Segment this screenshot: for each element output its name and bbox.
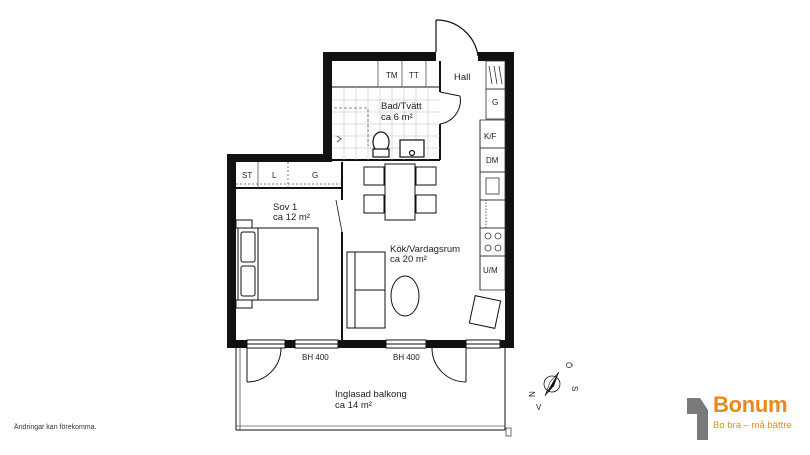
- burner: [484, 232, 492, 240]
- bedroom-door: [335, 199, 344, 233]
- wall-segment: [323, 52, 436, 61]
- wardrobe-dividers: [236, 162, 342, 188]
- wall-segment: [323, 52, 332, 162]
- brand-tagline: Bo bra – må bättre: [713, 420, 792, 431]
- compass-ring: [543, 375, 561, 393]
- bathroom-door: [439, 91, 461, 125]
- disclaimer-note: Ändringar kan förekomma.: [14, 424, 97, 431]
- compass-s: S: [570, 386, 579, 391]
- label-tt: TT: [409, 71, 419, 80]
- label-dm: DM: [486, 156, 499, 165]
- hall-shelf: [485, 60, 506, 120]
- shower-head-icon: [336, 135, 342, 143]
- label-kf: K/F: [484, 132, 497, 141]
- chair: [363, 166, 385, 186]
- chair: [415, 166, 437, 186]
- label-st: ST: [242, 171, 252, 180]
- brand-name: Bonum: [713, 392, 788, 417]
- wall-segment: [227, 154, 332, 162]
- label-balcony-name: Inglasad balkong: [335, 389, 407, 400]
- label-um: U/M: [483, 266, 498, 275]
- kitchen-counter: [479, 119, 506, 291]
- label-bath-area: ca 6 m²: [381, 112, 413, 123]
- door-leaf: [439, 91, 461, 97]
- wall-segment: [338, 340, 386, 348]
- door-swing: [435, 19, 479, 57]
- shower-outline: [334, 107, 369, 146]
- windows: [246, 339, 501, 349]
- wall-segment: [505, 52, 514, 348]
- label-bh-right: BH 400: [393, 353, 420, 362]
- burner: [494, 232, 502, 240]
- toilet-icon: [372, 131, 390, 158]
- door-swing: [431, 347, 467, 383]
- label-living-area: ca 20 m²: [390, 254, 427, 265]
- microwave-cell: [479, 255, 506, 291]
- label-g-hall: G: [492, 98, 498, 107]
- brand-block: Bonum Bo bra – må bättre: [683, 392, 803, 442]
- chair: [363, 194, 385, 214]
- label-bed-name: Sov 1: [273, 202, 297, 213]
- wall-segment: [227, 154, 236, 348]
- chair: [415, 194, 437, 214]
- hall-cabinet: [485, 88, 506, 120]
- dining-table: [384, 163, 416, 221]
- compass-n: N: [528, 391, 537, 397]
- sink-cell: [479, 171, 506, 201]
- label-g-bed: G: [312, 171, 318, 180]
- door-swing: [246, 347, 282, 383]
- counter-cell: [479, 199, 506, 229]
- label-balcony-area: ca 14 m²: [335, 400, 372, 411]
- logo-shape: [687, 398, 708, 440]
- wall-segment: [478, 52, 514, 61]
- hanger: [493, 65, 498, 85]
- sink-drain: [408, 149, 416, 157]
- label-tm: TM: [386, 71, 398, 80]
- hanger: [488, 65, 493, 85]
- pillow: [240, 231, 256, 263]
- entry-door: [435, 19, 479, 57]
- nightstand: [235, 219, 253, 229]
- door-leaf: [335, 199, 343, 233]
- balcony-doors: [246, 347, 467, 383]
- label-bath-name: Bad/Tvätt: [381, 101, 422, 112]
- compass-icon: N V Ö S: [528, 362, 579, 412]
- bathroom-tiles: [332, 87, 440, 160]
- label-living-name: Kök/Vardagsrum: [390, 244, 460, 255]
- wall-segment: [227, 340, 247, 348]
- burner: [484, 244, 492, 252]
- door-swing: [439, 95, 461, 125]
- bonum-logo-icon: [687, 398, 708, 440]
- sink-icon: [399, 139, 425, 158]
- wall-segment: [426, 340, 466, 348]
- balcony-post: [505, 427, 512, 437]
- compass-o: Ö: [564, 362, 573, 368]
- label-hall: Hall: [454, 72, 470, 83]
- compass-needle-outline: [544, 371, 560, 397]
- nightstand: [235, 299, 253, 309]
- burner: [494, 244, 502, 252]
- wall-segment: [285, 340, 295, 348]
- coffee-table: [390, 275, 420, 317]
- hanger: [498, 65, 503, 85]
- stove-cell: [479, 227, 506, 257]
- label-l: L: [272, 171, 277, 180]
- laundry-dividers: [377, 61, 427, 87]
- compass-v: V: [536, 403, 542, 412]
- balcony: [235, 348, 512, 437]
- pillow: [240, 265, 256, 297]
- wall-segment: [500, 340, 514, 348]
- sofa: [346, 251, 386, 329]
- armchair-body: [468, 295, 502, 329]
- label-bed-area: ca 12 m²: [273, 212, 310, 223]
- dining-set: [363, 163, 437, 221]
- walls: [227, 52, 514, 348]
- sink-basin: [399, 139, 425, 158]
- bed: [235, 219, 319, 309]
- label-bh-left: BH 400: [302, 353, 329, 362]
- armchair: [468, 295, 502, 329]
- kitchen-sink: [485, 177, 500, 195]
- toilet-tank: [372, 148, 390, 158]
